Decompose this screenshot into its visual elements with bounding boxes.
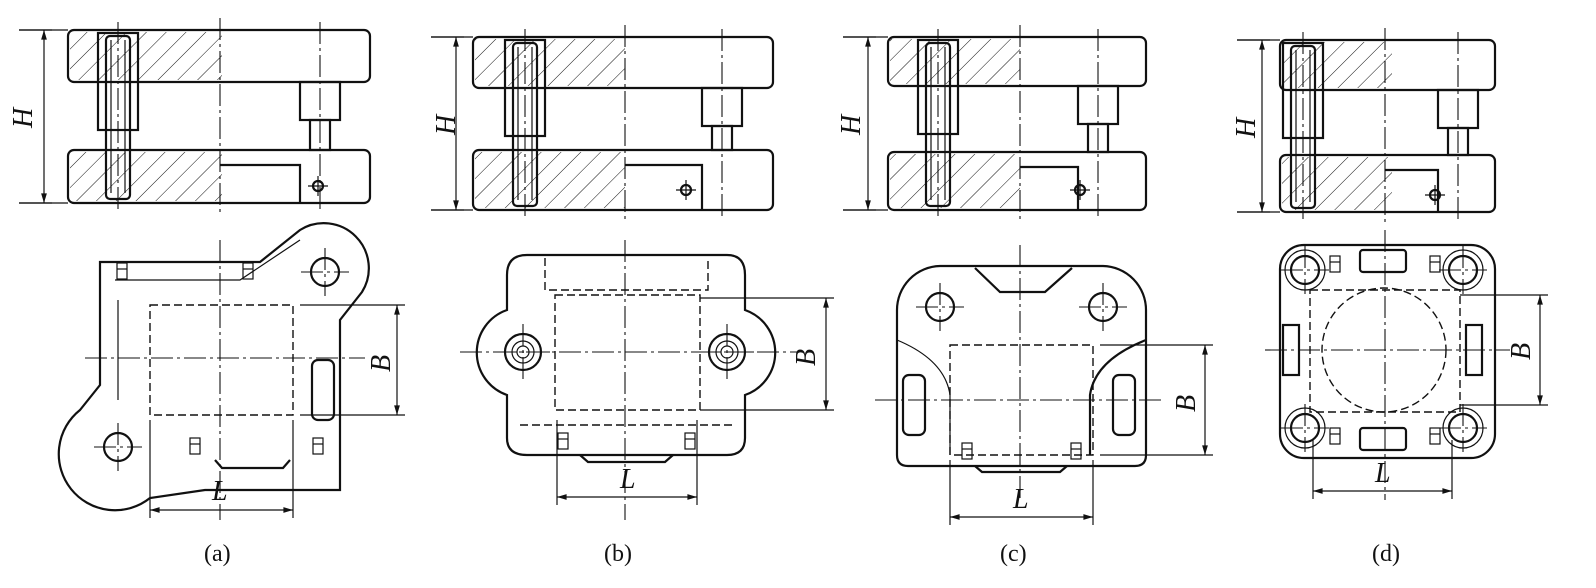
lower-die-plate [886,150,1148,212]
plate-edge [115,239,301,400]
hidden-edges [520,258,735,426]
lower-plate-outline [475,253,777,457]
guide-pin [1429,427,1441,445]
panel-a: H B L (a) [8,106,397,567]
notch [1020,165,1080,210]
lower-plate-outline [895,264,1148,468]
upper-die-plate [471,35,775,90]
guide-pin [242,262,254,280]
dimension-h-label: H [836,113,867,136]
guide-pin [557,432,569,450]
slot [310,358,336,422]
hatched-lower-plate [890,154,1020,208]
working-area [149,304,294,416]
guide-pin [312,437,324,455]
dimension-b-label: B [1506,343,1537,360]
dimension-l-label: L [1012,484,1029,515]
panel-b: H B L (b) [431,113,822,567]
guide-pin [116,262,128,280]
guide-pin [1429,255,1441,273]
upper-die-plate [886,35,1148,88]
dimension-b-label: B [1171,395,1202,412]
dimension-l-label: L [1374,458,1391,489]
dimension-l-label: L [211,476,228,507]
slot [1358,426,1408,452]
hatched-upper-plate [890,39,1020,84]
plan-view-c [875,245,1213,525]
dimension-h-label: H [431,113,462,136]
dimension-l-label: L [619,464,636,495]
guide-pin [684,432,696,450]
section-view-b [431,25,775,220]
hatched-lower-plate [70,152,222,201]
hatched-lower-plate [475,152,625,208]
section-view-c [843,25,1148,220]
plan-view-b [460,240,834,520]
guide-pillar [1446,126,1470,157]
upper-die-plate [1278,38,1497,92]
plate-edge [1088,338,1147,455]
section-view-a [19,18,372,213]
dimension-b-label: B [366,355,397,372]
upper-die-plate [66,28,372,84]
ejector-slot [214,459,291,470]
guide-pin [961,442,973,460]
counterbore [1284,407,1326,449]
guide-pin [189,437,201,455]
hatched-lower-plate [1282,157,1392,210]
slot [1358,248,1408,274]
hatched-upper-plate [475,39,625,86]
slot [901,373,927,437]
guide-pin [1329,255,1341,273]
counterbore [1442,407,1484,449]
caption-b: (b) [604,541,632,567]
lower-die-plate [1278,153,1497,214]
lower-die-plate [66,148,372,205]
hatched-upper-plate [70,32,222,80]
notch [625,163,704,210]
section-view-d [1237,28,1497,222]
plan-view-d [1265,230,1548,500]
caption-d: (d) [1372,541,1400,567]
panel-d: H B L (d) [1231,116,1537,567]
counterbore [1284,249,1326,291]
guide-pin [1329,427,1341,445]
plan-view-a [57,222,405,520]
lower-plate-outline [1278,243,1497,460]
notch [220,163,302,203]
lower-plate-outline [57,222,370,512]
top-chamfer [974,267,1073,294]
ejector-slot [579,454,674,464]
dimension-h-label: H [8,106,39,129]
dimension-b-label: B [791,349,822,366]
plate-edge [896,339,951,455]
ejector-slot [974,465,1068,474]
lower-die-plate [471,148,775,212]
guide-pin [1070,442,1082,460]
notch [1385,168,1440,212]
caption-a: (a) [204,541,231,567]
hatched-upper-plate [1282,42,1392,88]
dimension-h-label: H [1231,116,1262,139]
caption-c: (c) [1000,541,1027,567]
slot [1111,373,1137,437]
counterbore [1442,249,1484,291]
panel-c: H B L (c) [836,113,1202,567]
